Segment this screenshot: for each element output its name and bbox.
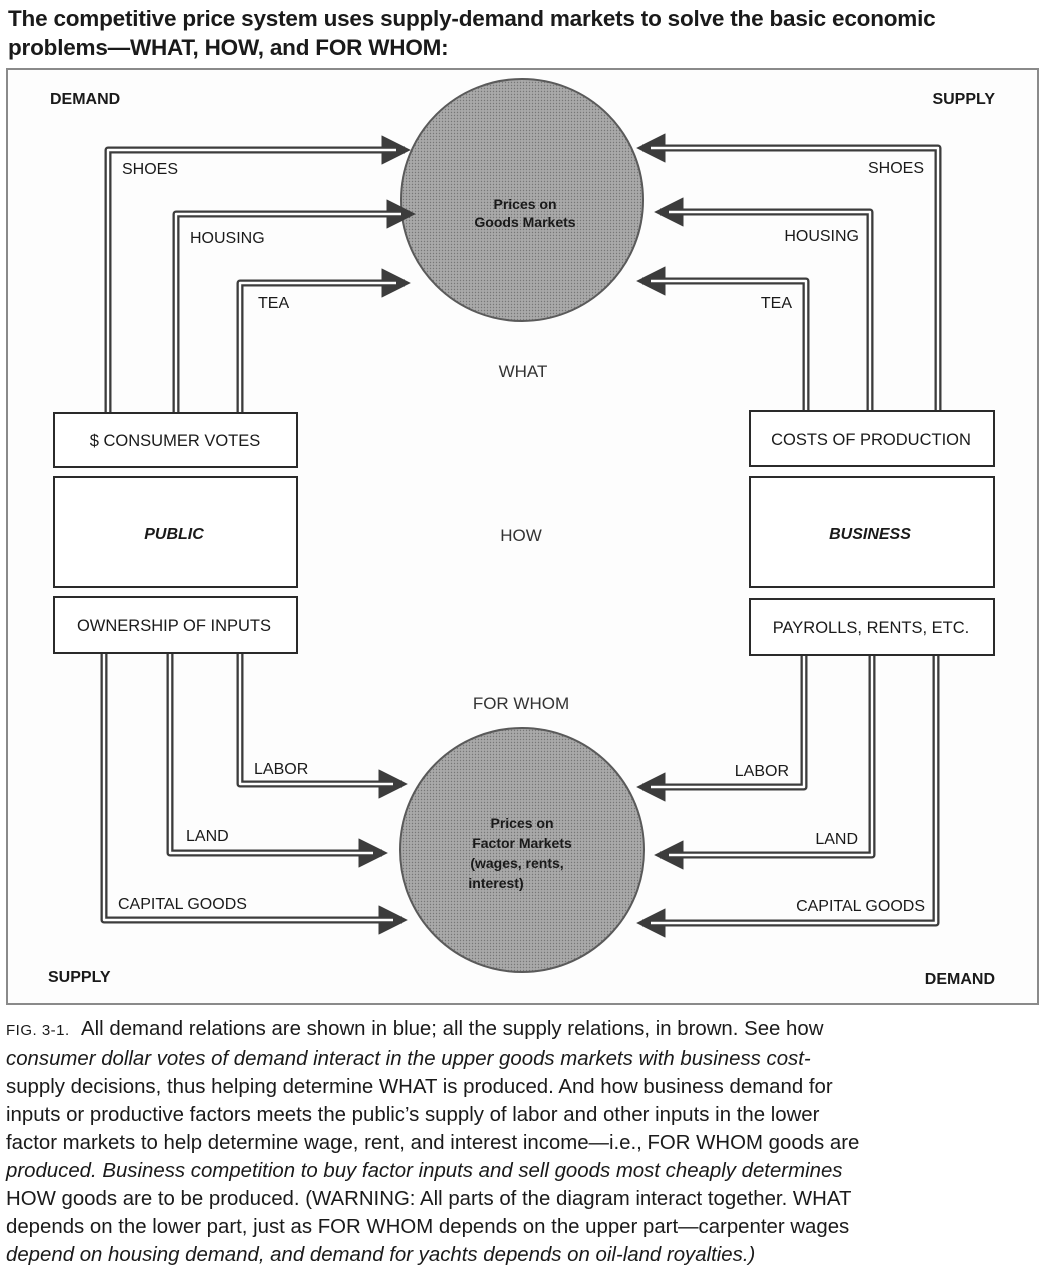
heading-line-1: The competitive price system uses supply… <box>8 6 936 31</box>
public-box <box>53 476 298 588</box>
left-factor-label-labor: LABOR <box>254 761 308 778</box>
right-factor-label-capital-goods: CAPITAL GOODS <box>796 898 925 915</box>
caption-line-3: supply decisions, thus helping determine… <box>6 1076 833 1098</box>
goods-market-label-1: Prices on <box>493 196 556 212</box>
caption-line-4: inputs or productive factors meets the p… <box>6 1104 820 1126</box>
right-goods-label-housing: HOUSING <box>784 228 859 245</box>
public-label: PUBLIC <box>144 526 204 543</box>
left-goods-label-housing: HOUSING <box>190 230 265 247</box>
caption-line-1: FIG. 3-1. All demand relations are shown… <box>6 1015 1040 1045</box>
factor-market-label-4: interest) <box>468 875 523 891</box>
caption-line-1-text: All demand relations are shown in blue; … <box>81 1018 824 1040</box>
caption-line-8: depends on the lower part, just as FOR W… <box>6 1216 850 1238</box>
consumer-votes-box <box>53 412 298 468</box>
goods-market-label-2: Goods Markets <box>474 214 575 230</box>
factor-market-label-1: Prices on <box>490 815 553 831</box>
caption-line-7: HOW goods are to be produced. (WARNING: … <box>6 1188 852 1210</box>
left-factor-label-land: LAND <box>186 828 229 845</box>
costs-of-production-label: COSTS OF PRODUCTION <box>771 431 971 449</box>
payrolls-rents-box <box>749 598 995 656</box>
caption-fig-label: FIG. 3-1. <box>6 1022 70 1039</box>
question-how: HOW <box>500 526 542 545</box>
right-goods-label-shoes: SHOES <box>868 160 924 177</box>
question-what: WHAT <box>499 362 548 381</box>
caption-line-6: produced. Business competition to buy fa… <box>6 1160 843 1182</box>
caption-line-5: factor markets to help determine wage, r… <box>6 1132 860 1154</box>
left-factor-label-capital-goods: CAPITAL GOODS <box>118 896 247 913</box>
ownership-of-inputs-label: OWNERSHIP OF INPUTS <box>77 617 271 635</box>
figure-heading: The competitive price system uses supply… <box>8 4 1038 62</box>
right-factor-label-land: LAND <box>815 831 858 848</box>
caption-line-9: depend on housing demand, and demand for… <box>6 1244 756 1266</box>
corner-label-top-left: DEMAND <box>50 91 120 108</box>
factor-market-label-3: (wages, rents, <box>470 855 563 871</box>
consumer-votes-label: $ CONSUMER VOTES <box>90 432 261 450</box>
left-goods-label-shoes: SHOES <box>122 161 178 178</box>
left-goods-label-tea: TEA <box>258 295 289 312</box>
business-label: BUSINESS <box>829 526 911 543</box>
corner-label-top-right: SUPPLY <box>932 91 995 108</box>
business-box <box>749 476 995 588</box>
corner-label-bottom-right: DEMAND <box>925 971 995 988</box>
factor-market-circle <box>399 727 645 973</box>
question-for-whom: FOR WHOM <box>473 694 569 713</box>
figure-caption: FIG. 3-1. All demand relations are shown… <box>6 1015 1040 1269</box>
caption-line-2: consumer dollar votes of demand interact… <box>6 1048 811 1070</box>
right-goods-label-tea: TEA <box>761 295 792 312</box>
costs-of-production-box <box>749 410 995 467</box>
factor-market-label-2: Factor Markets <box>472 835 572 851</box>
right-factor-label-labor: LABOR <box>735 763 789 780</box>
heading-line-2: problems—WHAT, HOW, and FOR WHOM: <box>8 35 449 60</box>
corner-label-bottom-left: SUPPLY <box>48 969 111 986</box>
left-land-flow <box>166 653 388 868</box>
payrolls-rents-label: PAYROLLS, RENTS, ETC. <box>773 619 970 637</box>
right-land-flow <box>654 653 876 870</box>
ownership-of-inputs-box <box>53 596 298 654</box>
circular-flow-diagram: DEMAND SUPPLY SUPPLY DEMAND Prices on Go… <box>48 78 995 988</box>
